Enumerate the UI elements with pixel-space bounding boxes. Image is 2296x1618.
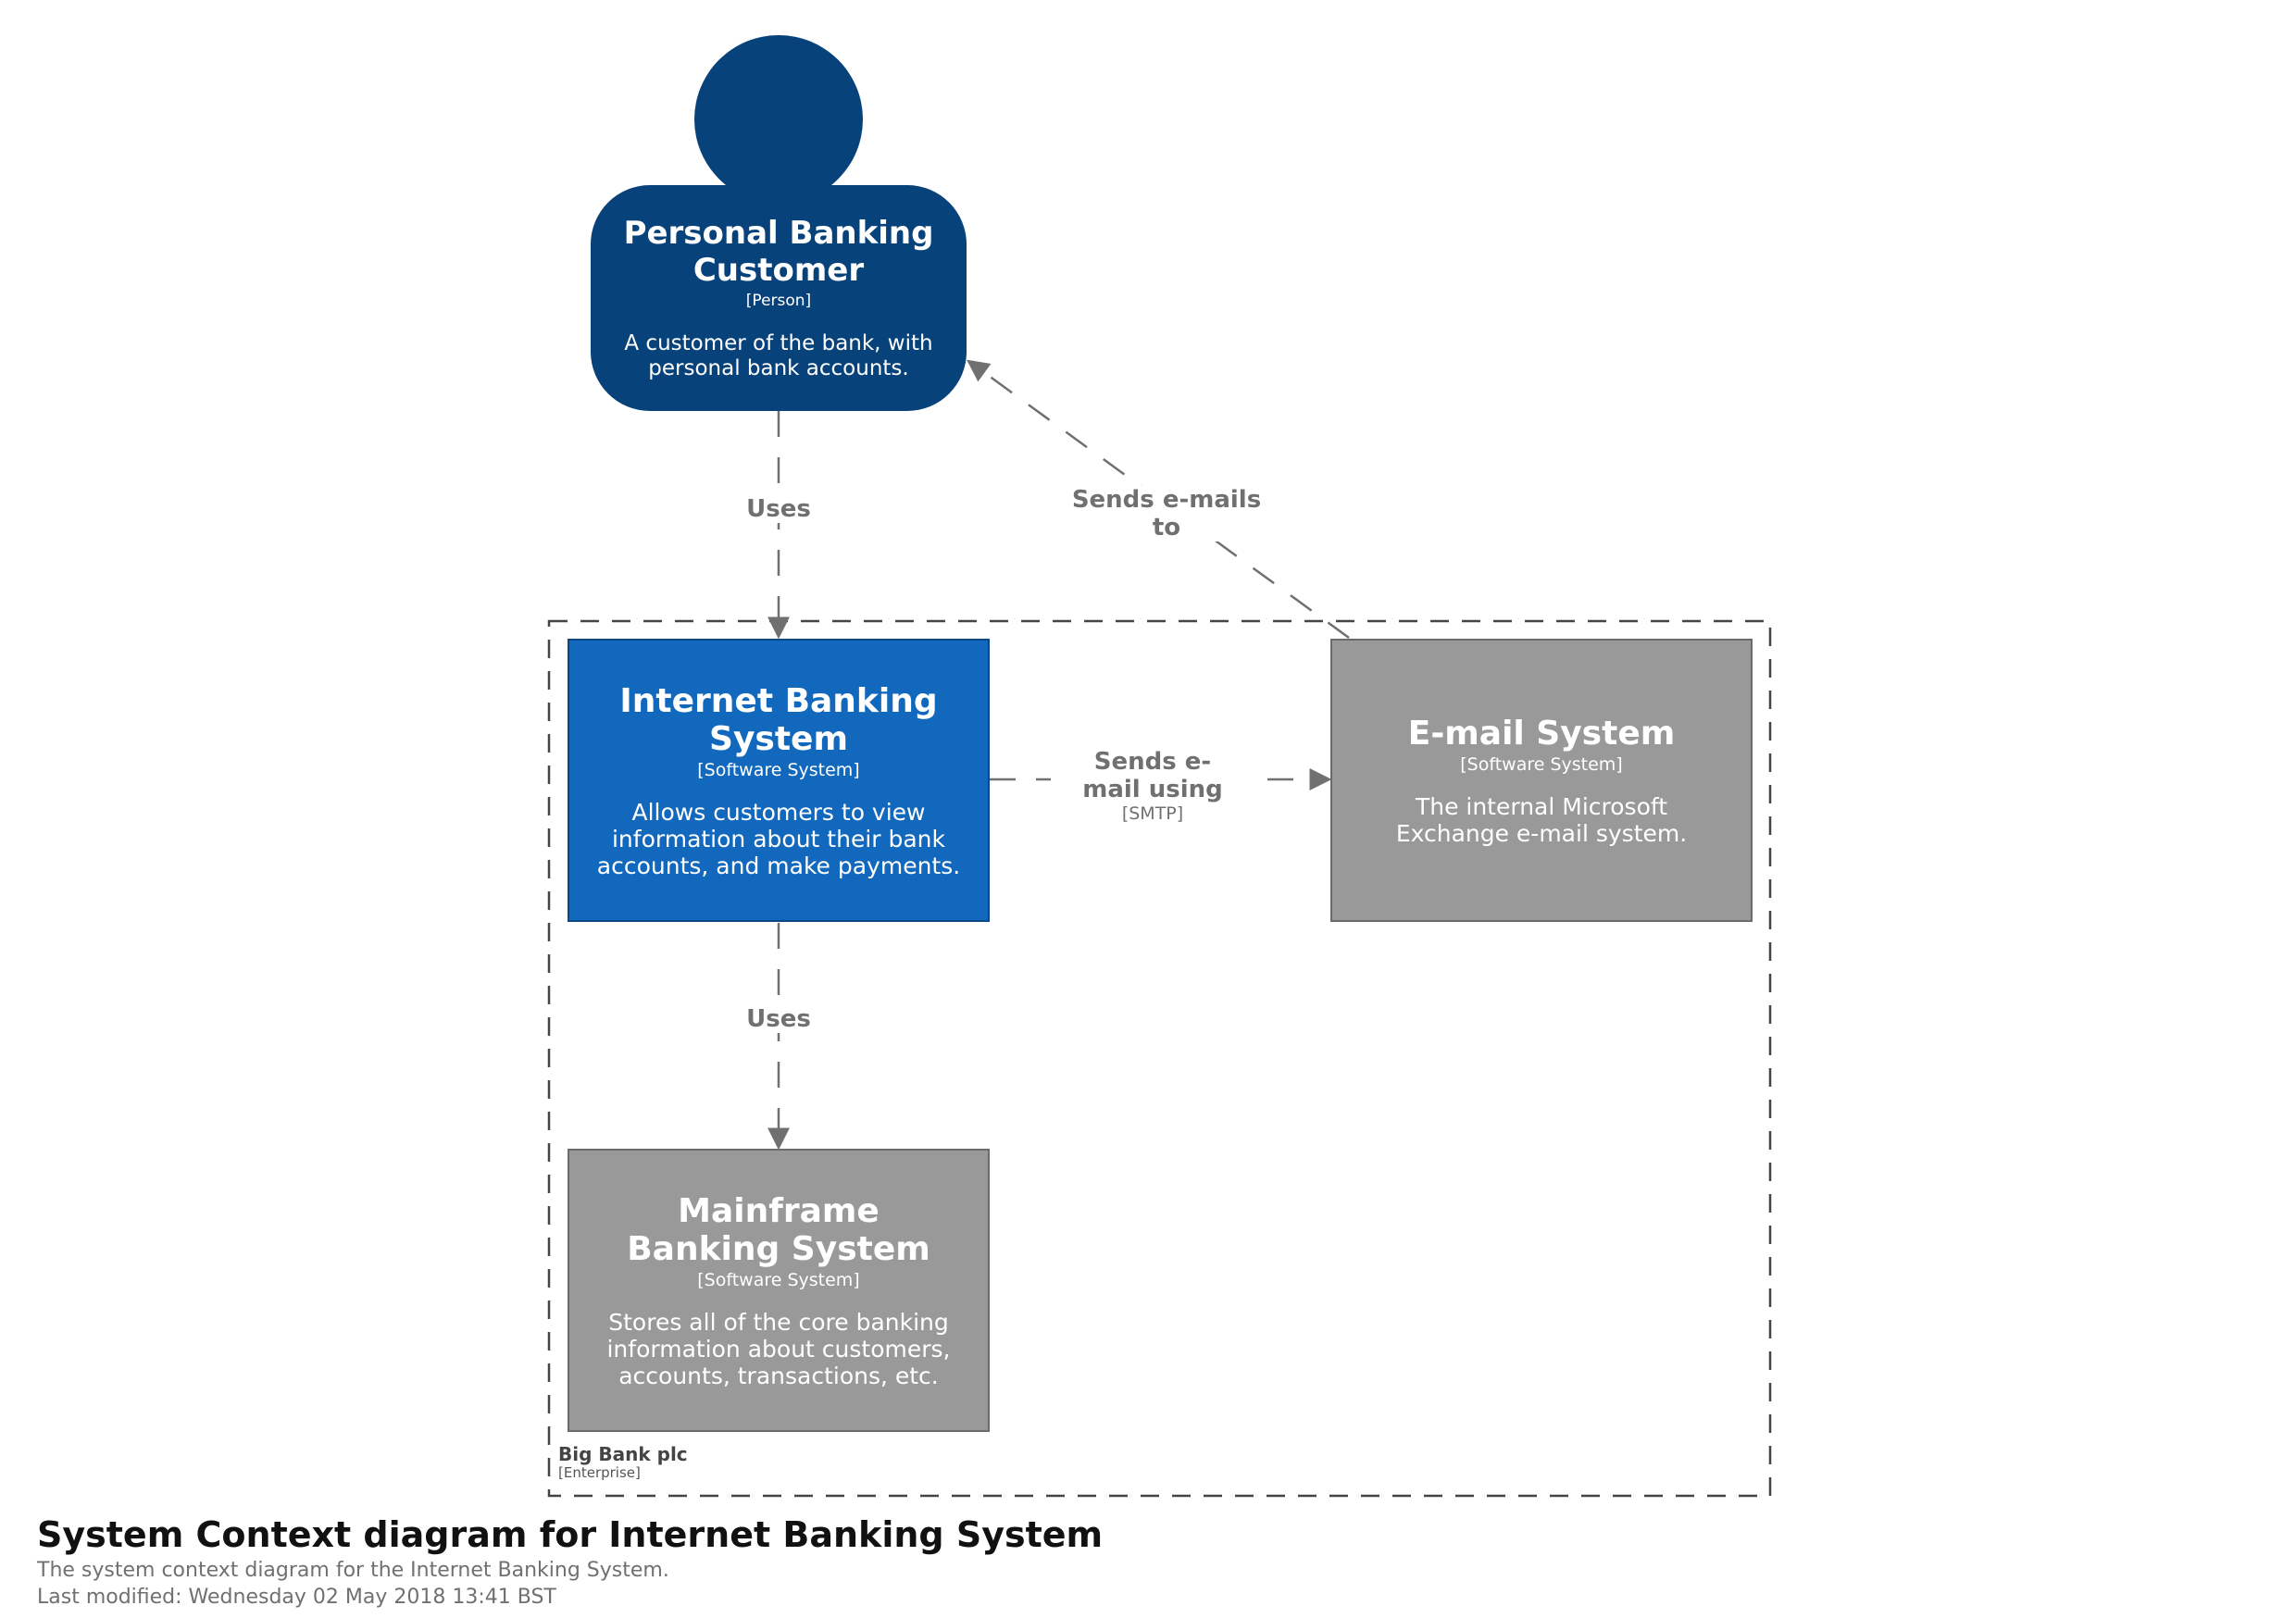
boundary-type: [Enterprise] (558, 1464, 641, 1481)
boundary-label: Big Bank plc [Enterprise] (558, 1444, 836, 1481)
person-node[interactable]: Personal Banking Customer [Person] A cus… (591, 185, 967, 411)
email-system-type: [Software System] (1460, 753, 1623, 775)
mainframe-banking-system-node[interactable]: Mainframe Banking System [Software Syste… (568, 1149, 990, 1432)
email-system-description: The internal Microsoft Exchange e-mail s… (1395, 792, 1688, 847)
label-ib-uses-mainframe: Uses (723, 1005, 834, 1033)
internet-banking-type: [Software System] (697, 759, 860, 780)
diagram-description: The system context diagram for the Inter… (37, 1559, 669, 1582)
internet-banking-description: Allows customers to view information abo… (596, 798, 961, 879)
internet-banking-title: Internet Banking System (619, 681, 938, 758)
email-system-node[interactable]: E-mail System [Software System] The inte… (1330, 639, 1753, 922)
diagram-title: System Context diagram for Internet Bank… (37, 1514, 1104, 1555)
label-person-uses-ib: Uses (723, 495, 834, 523)
mainframe-title: Mainframe Banking System (627, 1191, 930, 1268)
boundary-name: Big Bank plc (558, 1443, 688, 1465)
enterprise-boundary (547, 619, 1772, 1498)
person-head-icon (694, 35, 863, 204)
person-type: [Person] (745, 292, 812, 310)
person-description: A customer of the bank, with personal ba… (624, 331, 933, 380)
internet-banking-system-node[interactable]: Internet Banking System [Software System… (568, 639, 990, 922)
label-ib-sends-email: Sends e-mail using (1082, 748, 1223, 803)
label-ib-sends-email-group: Sends e-mail using [SMTP] (1051, 748, 1254, 824)
person-name: Personal Banking Customer (623, 215, 934, 289)
email-system-title: E-mail System (1407, 714, 1676, 753)
diagram-last-modified: Last modified: Wednesday 02 May 2018 13:… (37, 1586, 556, 1609)
mainframe-type: [Software System] (697, 1269, 860, 1290)
label-ib-sends-email-tech: [SMTP] (1121, 803, 1184, 824)
label-email-sends-person: Sends e-mails to (1055, 486, 1278, 541)
diagram-footer: System Context diagram for Internet Bank… (37, 1514, 1518, 1611)
mainframe-description: Stores all of the core banking informati… (606, 1308, 951, 1389)
